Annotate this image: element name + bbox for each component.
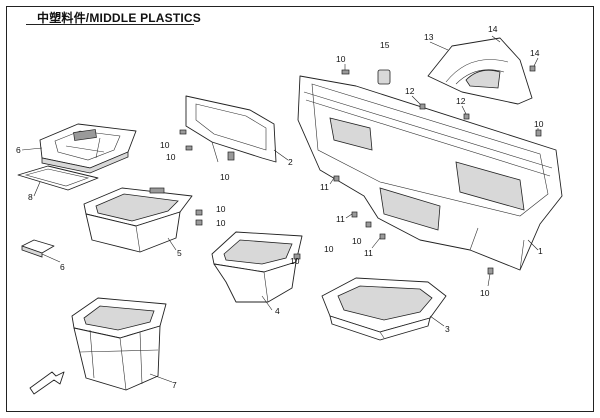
callout-5: 5: [177, 248, 182, 258]
callout-10-d: 10: [220, 172, 230, 182]
callout-6-tray: 6: [16, 145, 21, 155]
callout-10-b: 10: [160, 140, 170, 150]
callout-14-b: 14: [530, 48, 540, 58]
callout-10-e: 10: [216, 204, 226, 214]
callout-15: 15: [380, 40, 390, 50]
callout-10-a: 10: [336, 54, 346, 64]
callout-13: 13: [424, 32, 434, 42]
part-4-mid-bin: [211, 231, 303, 303]
part-2-bracket: [185, 95, 277, 163]
leader-lines: [21, 35, 539, 383]
callout-10-j: 10: [480, 288, 490, 298]
part-1-main-panel: [297, 75, 563, 271]
callout-2: 2: [288, 157, 293, 167]
callout-4: 4: [275, 306, 280, 316]
part-15-cap: [377, 69, 391, 85]
part-9-panel: [17, 165, 99, 191]
callout-3: 3: [445, 324, 450, 334]
title-underline: [26, 24, 194, 25]
drawing-frame: [6, 6, 594, 412]
part-13-rear-cover: [427, 37, 533, 105]
fasteners: [179, 65, 542, 275]
callout-10-i: 10: [352, 236, 362, 246]
callout-10-f: 10: [216, 218, 226, 228]
callout-1: 1: [538, 246, 543, 256]
callout-10-c: 10: [166, 152, 176, 162]
callout-10-k: 10: [290, 256, 300, 266]
direction-arrow-icon: [29, 371, 65, 395]
part-5-storage-box: [83, 187, 193, 253]
callout-6-clip: 6: [60, 262, 65, 272]
callout-12-a: 12: [405, 86, 415, 96]
part-8-clip: [21, 239, 55, 258]
callout-labels: 1 2 3 4 5 6 6 7 8 10 10 10 10 10 10 10 1…: [16, 24, 544, 390]
callout-11-b: 11: [336, 214, 345, 224]
diagram-title: 中塑料件/MIDDLE PLASTICS: [37, 11, 202, 25]
part-3-lower-tray: [321, 277, 447, 341]
part-6-tray: [39, 123, 137, 174]
callout-14-a: 14: [488, 24, 498, 34]
callout-10-h: 10: [534, 119, 544, 129]
part-7-lower-bin: [71, 297, 167, 391]
callout-10-g: 10: [324, 244, 334, 254]
callout-11-a: 11: [320, 182, 329, 192]
callout-12-b: 12: [456, 96, 466, 106]
callout-7: 7: [172, 380, 177, 390]
callout-11-c: 11: [364, 248, 373, 258]
callout-8: 8: [28, 192, 33, 202]
